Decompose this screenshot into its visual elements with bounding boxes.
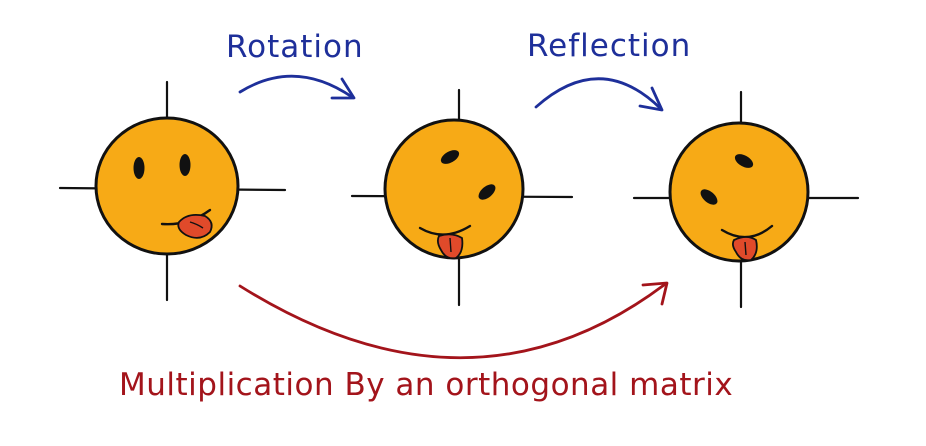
right-eye (179, 154, 191, 176)
face-original (58, 80, 287, 302)
left-eye (133, 157, 145, 179)
tongue (436, 233, 464, 260)
upper-eye (440, 150, 460, 164)
lower-eye (700, 189, 718, 205)
reflection-label: Reflection (527, 28, 691, 64)
lower-eye (478, 184, 496, 200)
face-rotated (350, 88, 574, 307)
face-circle (668, 121, 810, 263)
tongue (177, 213, 213, 239)
face-reflected (632, 90, 860, 309)
upper-eye (734, 154, 754, 168)
rotation-label: Rotation (226, 29, 364, 65)
orthogonal-arrow (238, 281, 669, 360)
face-circle (94, 116, 240, 256)
tongue (731, 236, 758, 262)
reflection-arrow (534, 77, 664, 112)
orthogonal-label: Multiplication By an orthogonal matrix (119, 367, 733, 403)
rotation-arrow (238, 74, 356, 100)
